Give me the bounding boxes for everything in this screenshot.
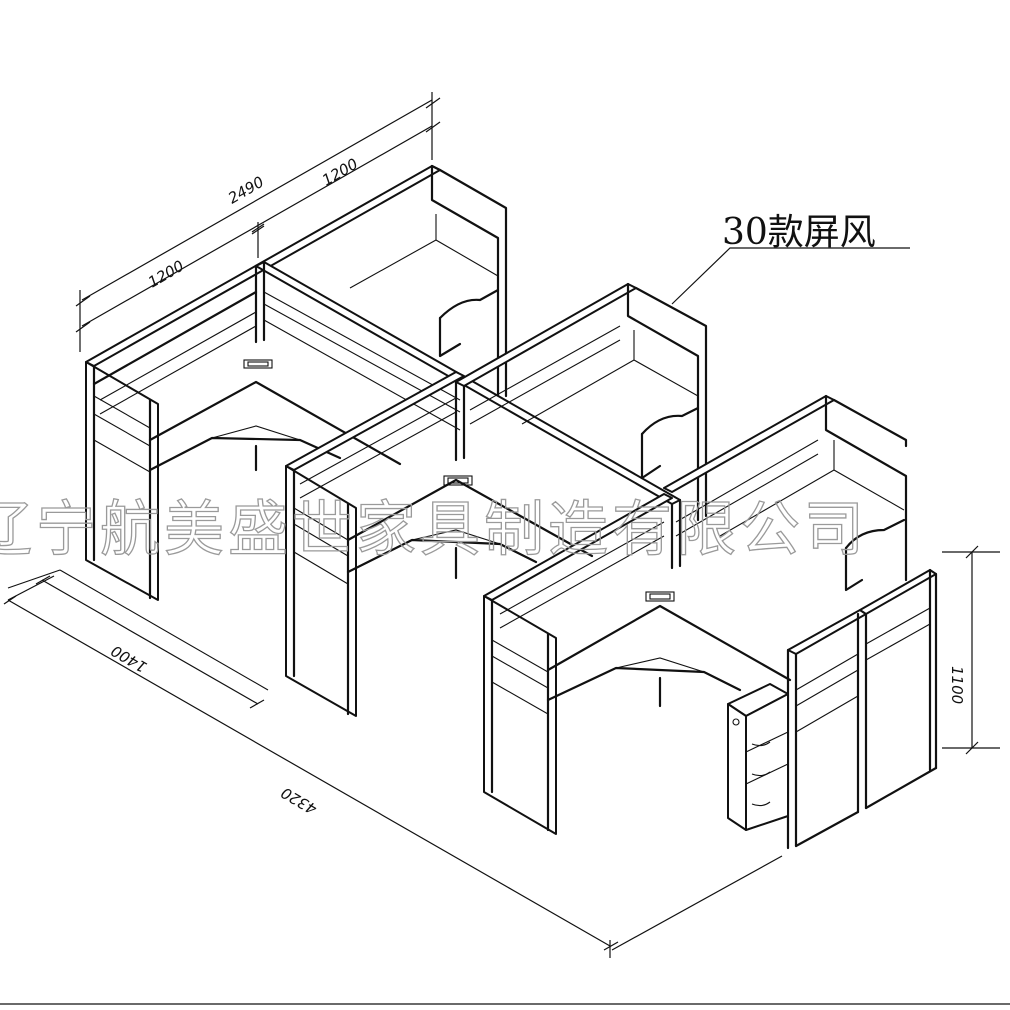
- watermark-text: 辽宁航美盛世家具制造有限公司: [0, 495, 868, 565]
- dim-height: 1100: [948, 666, 966, 704]
- dimension-lines: [0, 92, 1010, 1005]
- diagram-title: 30款屏风: [722, 212, 876, 253]
- dim-top-total: 2490: [225, 173, 267, 208]
- dim-top-right: 1200: [319, 155, 361, 190]
- workstation-unit-front-right: [483, 394, 938, 850]
- dim-length: 4320: [278, 783, 320, 818]
- floor-outline: [7, 569, 269, 691]
- workstation-unit-middle: [285, 282, 708, 717]
- dim-depth: 1400: [108, 641, 150, 676]
- dim-top-left: 1200: [145, 257, 187, 292]
